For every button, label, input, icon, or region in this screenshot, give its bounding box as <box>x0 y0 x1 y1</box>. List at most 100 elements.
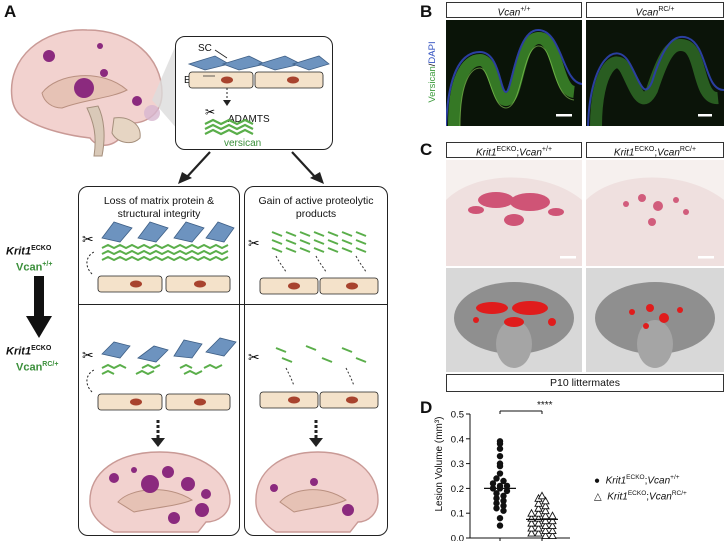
brain-illustration-top <box>10 29 163 157</box>
data-point-circle <box>496 514 504 522</box>
data-point-circle <box>496 452 504 460</box>
data-point-triangle <box>527 518 536 527</box>
loss-row1-cells: ✂ <box>82 221 235 293</box>
loss-row2-cells: ✂ <box>82 337 237 411</box>
y-tick-label: 0.4 <box>451 434 464 445</box>
y-tick-label: 0.0 <box>451 534 464 541</box>
micro-ct-render-wt <box>446 268 582 372</box>
data-point-triangle <box>541 531 550 539</box>
legend-open-triangle-icon: △ <box>594 491 602 503</box>
row-divider <box>78 304 388 305</box>
brain-many-lesions <box>89 451 231 533</box>
row1-genotype-krit1: Krit1ECKO <box>6 245 52 258</box>
panel-letter-b: B <box>420 2 433 21</box>
dashed-arrow-left <box>151 420 165 447</box>
data-point-circle <box>493 505 500 512</box>
data-point-triangle <box>534 518 543 527</box>
data-point-circle <box>500 497 507 504</box>
data-point-triangle <box>541 496 550 505</box>
significance-label: **** <box>537 400 553 411</box>
panel-c-col1-header: Krit1ECKO;Vcan+/+ <box>446 142 582 158</box>
versican-label: versican <box>224 138 262 149</box>
loss-box-title: Loss of matrix protein & structural inte… <box>103 195 215 220</box>
data-point-triangle <box>541 506 550 515</box>
panel-b-ylabel: Versican/DAPI <box>427 41 438 103</box>
panel-letter-c: C <box>420 140 433 159</box>
svg-text:✂: ✂ <box>248 236 260 252</box>
svg-text:✂: ✂ <box>205 105 215 119</box>
data-point-triangle <box>534 523 543 532</box>
data-point-circle <box>496 445 504 452</box>
data-point-circle <box>493 490 500 497</box>
panel-c-footer: P10 littermates <box>446 374 724 392</box>
data-point-triangle <box>527 508 536 517</box>
data-point-triangle <box>537 491 547 500</box>
data-point-triangle <box>527 523 536 532</box>
whole-brain-photo-wt <box>446 160 582 266</box>
data-point-circle <box>493 495 500 502</box>
data-point-triangle <box>541 511 550 520</box>
y-tick-label: 0.1 <box>451 509 464 520</box>
data-point-circle <box>493 500 500 507</box>
data-point-triangle <box>534 528 543 537</box>
data-point-circle <box>500 477 507 485</box>
data-point-circle <box>500 502 507 509</box>
data-point-triangle <box>527 528 536 537</box>
micro-ct-render-rc <box>586 268 724 372</box>
data-point-circle <box>496 438 504 445</box>
y-tick-label: 0.3 <box>451 459 464 470</box>
adamts-label: ADAMTS <box>228 114 270 125</box>
data-point-triangle <box>548 526 557 535</box>
inset-cells: ✂ <box>187 49 330 136</box>
data-point-triangle <box>548 521 557 530</box>
data-point-triangle <box>548 511 557 520</box>
data-point-circle <box>496 522 504 529</box>
svg-text:✂: ✂ <box>82 348 94 364</box>
data-point-circle <box>496 482 504 490</box>
diagonal-arrows <box>178 151 324 184</box>
data-point-triangle <box>548 531 557 539</box>
legend-item-1: ● Krit1ECKO;Vcan+/+ <box>594 474 680 487</box>
row2-genotype-krit1: Krit1ECKO <box>6 345 52 358</box>
y-tick-label: 0.2 <box>451 484 464 495</box>
data-point-circle <box>500 492 507 500</box>
data-point-triangle <box>548 516 557 525</box>
data-point-circle <box>496 470 504 477</box>
row1-genotype-vcan: Vcan+/+ <box>16 261 53 274</box>
panel-letter-d: D <box>420 398 433 417</box>
data-point-circle <box>503 482 511 490</box>
dashed-arrow-right <box>309 420 323 447</box>
svg-text:✂: ✂ <box>248 350 260 366</box>
data-point-triangle <box>541 526 550 535</box>
svg-text:✂: ✂ <box>82 232 94 248</box>
data-point-circle <box>496 460 504 467</box>
panel-b-col1-header: Vcan+/+ <box>446 2 582 18</box>
gain-row1-cells: ✂ <box>248 231 379 295</box>
chart-ylabel: Lesion Volume (mm³) <box>434 416 445 512</box>
brain-few-lesions <box>255 451 379 533</box>
whole-brain-photo-rc <box>586 160 724 266</box>
data-point-circle <box>503 487 511 495</box>
big-down-arrow <box>26 276 52 338</box>
data-point-circle <box>493 475 500 482</box>
data-point-circle <box>500 507 507 514</box>
micrograph-vcan-rc <box>586 20 724 126</box>
data-point-triangle <box>534 498 543 507</box>
legend-item-2: △ Krit1ECKO;VcanRC/+ <box>594 490 687 503</box>
legend-filled-circle-icon: ● <box>594 475 601 487</box>
panel-letter-a: A <box>4 2 17 21</box>
zoom-wedge <box>152 40 178 130</box>
gain-box-title: Gain of active proteolytic products <box>258 195 374 220</box>
row2-genotype-vcan: VcanRC/+ <box>16 361 59 374</box>
data-point-triangle <box>534 508 543 517</box>
panel-c-col2-header: Krit1ECKO;VcanRC/+ <box>586 142 724 158</box>
y-tick-label: 0.5 <box>451 410 464 421</box>
data-point-triangle <box>541 516 550 525</box>
gain-row2-cells: ✂ <box>248 345 379 409</box>
micrograph-vcan-wt <box>446 20 582 126</box>
sc-label: SC <box>198 43 212 54</box>
data-point-circle <box>489 480 497 487</box>
data-point-triangle <box>541 501 550 510</box>
data-point-triangle <box>541 521 550 530</box>
data-point-triangle <box>534 503 543 512</box>
